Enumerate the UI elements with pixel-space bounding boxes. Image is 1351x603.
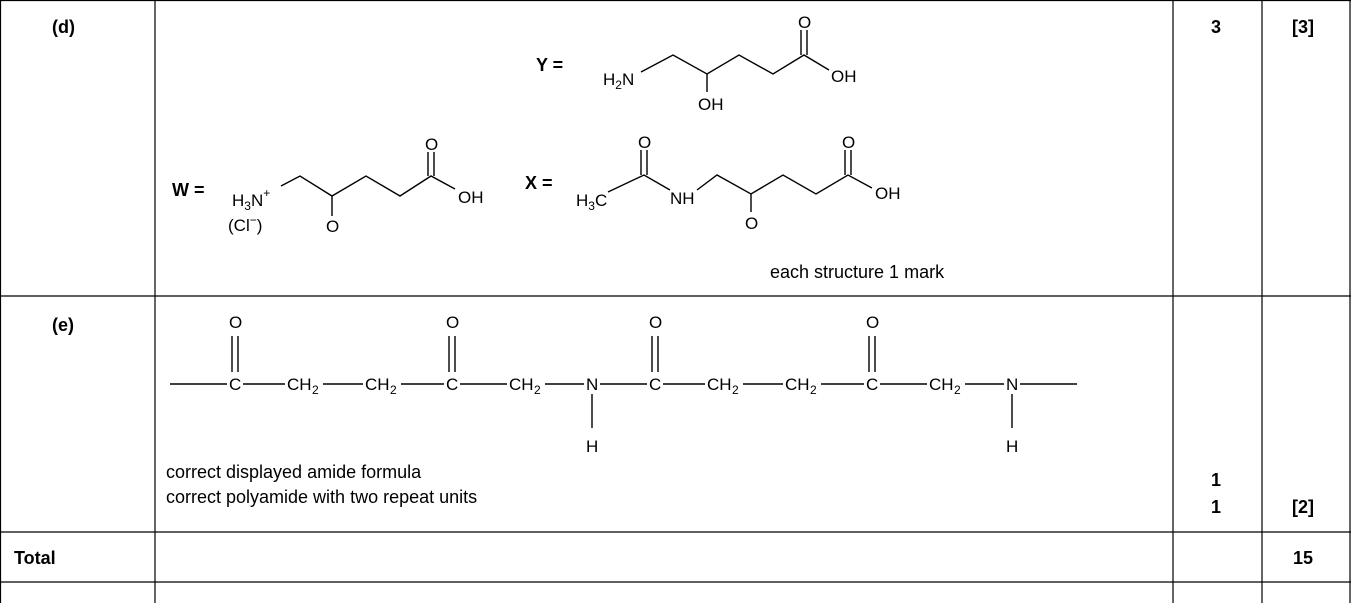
- h-atom: H: [586, 437, 598, 456]
- structure-x: X = H3C O NH O O OH: [525, 133, 901, 233]
- h3c-group: H3C: [576, 191, 607, 213]
- subscript-2: 2: [312, 383, 319, 397]
- h-atom: H: [1006, 437, 1018, 456]
- o-atom: O: [745, 214, 758, 233]
- oh-group: OH: [875, 184, 901, 203]
- o-atom: O: [229, 313, 242, 332]
- total-value: 15: [1293, 548, 1313, 568]
- marking-note: each structure 1 mark: [770, 262, 945, 282]
- marking-point: correct displayed amide formula: [166, 462, 422, 482]
- ch2-group: CH: [707, 375, 732, 394]
- nitrogen-atom: N: [1006, 375, 1018, 394]
- carbon-atom: C: [229, 375, 241, 394]
- nh-group: NH: [670, 189, 695, 208]
- mark-e-2: 1: [1211, 497, 1221, 517]
- carbon-atom: C: [446, 375, 458, 394]
- o-atom: O: [649, 313, 662, 332]
- subscript-2: 2: [732, 383, 739, 397]
- o-atom: O: [842, 133, 855, 152]
- structure-y: Y = H2N OH O OH: [536, 13, 857, 114]
- nitrogen-atom: N: [586, 375, 598, 394]
- o-atom: O: [446, 313, 459, 332]
- ch2-group: CH: [509, 375, 534, 394]
- o-atom: O: [326, 217, 339, 236]
- oh-group: OH: [831, 67, 857, 86]
- total-mark-d: [3]: [1292, 17, 1314, 37]
- h3n-group: H3N+: [232, 186, 270, 213]
- marking-point: correct polyamide with two repeat units: [166, 487, 477, 507]
- total-label: Total: [14, 548, 56, 568]
- question-label-d: (d): [52, 17, 75, 37]
- ch2-group: CH: [929, 375, 954, 394]
- chloride-counterion: (Cl−): [228, 213, 262, 235]
- structure-w: W = H3N+ (Cl−) O O OH: [172, 135, 484, 236]
- h2n-group: H2N: [603, 70, 634, 92]
- question-label-e: (e): [52, 315, 74, 335]
- o-atom: O: [638, 133, 651, 152]
- o-atom: O: [425, 135, 438, 154]
- ch2-group: CH: [785, 375, 810, 394]
- carbon-atom: C: [866, 375, 878, 394]
- mark-d: 3: [1211, 17, 1221, 37]
- oh-group: OH: [458, 188, 484, 207]
- total-mark-e: [2]: [1292, 497, 1314, 517]
- o-atom: O: [798, 13, 811, 32]
- subscript-2: 2: [810, 383, 817, 397]
- w-label: W =: [172, 180, 205, 200]
- oh-group: OH: [698, 95, 724, 114]
- ch2-group: CH: [365, 375, 390, 394]
- carbon-atom: C: [649, 375, 661, 394]
- subscript-2: 2: [390, 383, 397, 397]
- subscript-2: 2: [954, 383, 961, 397]
- subscript-2: 2: [534, 383, 541, 397]
- ch2-group: CH: [287, 375, 312, 394]
- y-label: Y =: [536, 55, 563, 75]
- o-atom: O: [866, 313, 879, 332]
- x-label: X =: [525, 173, 553, 193]
- mark-e-1: 1: [1211, 470, 1221, 490]
